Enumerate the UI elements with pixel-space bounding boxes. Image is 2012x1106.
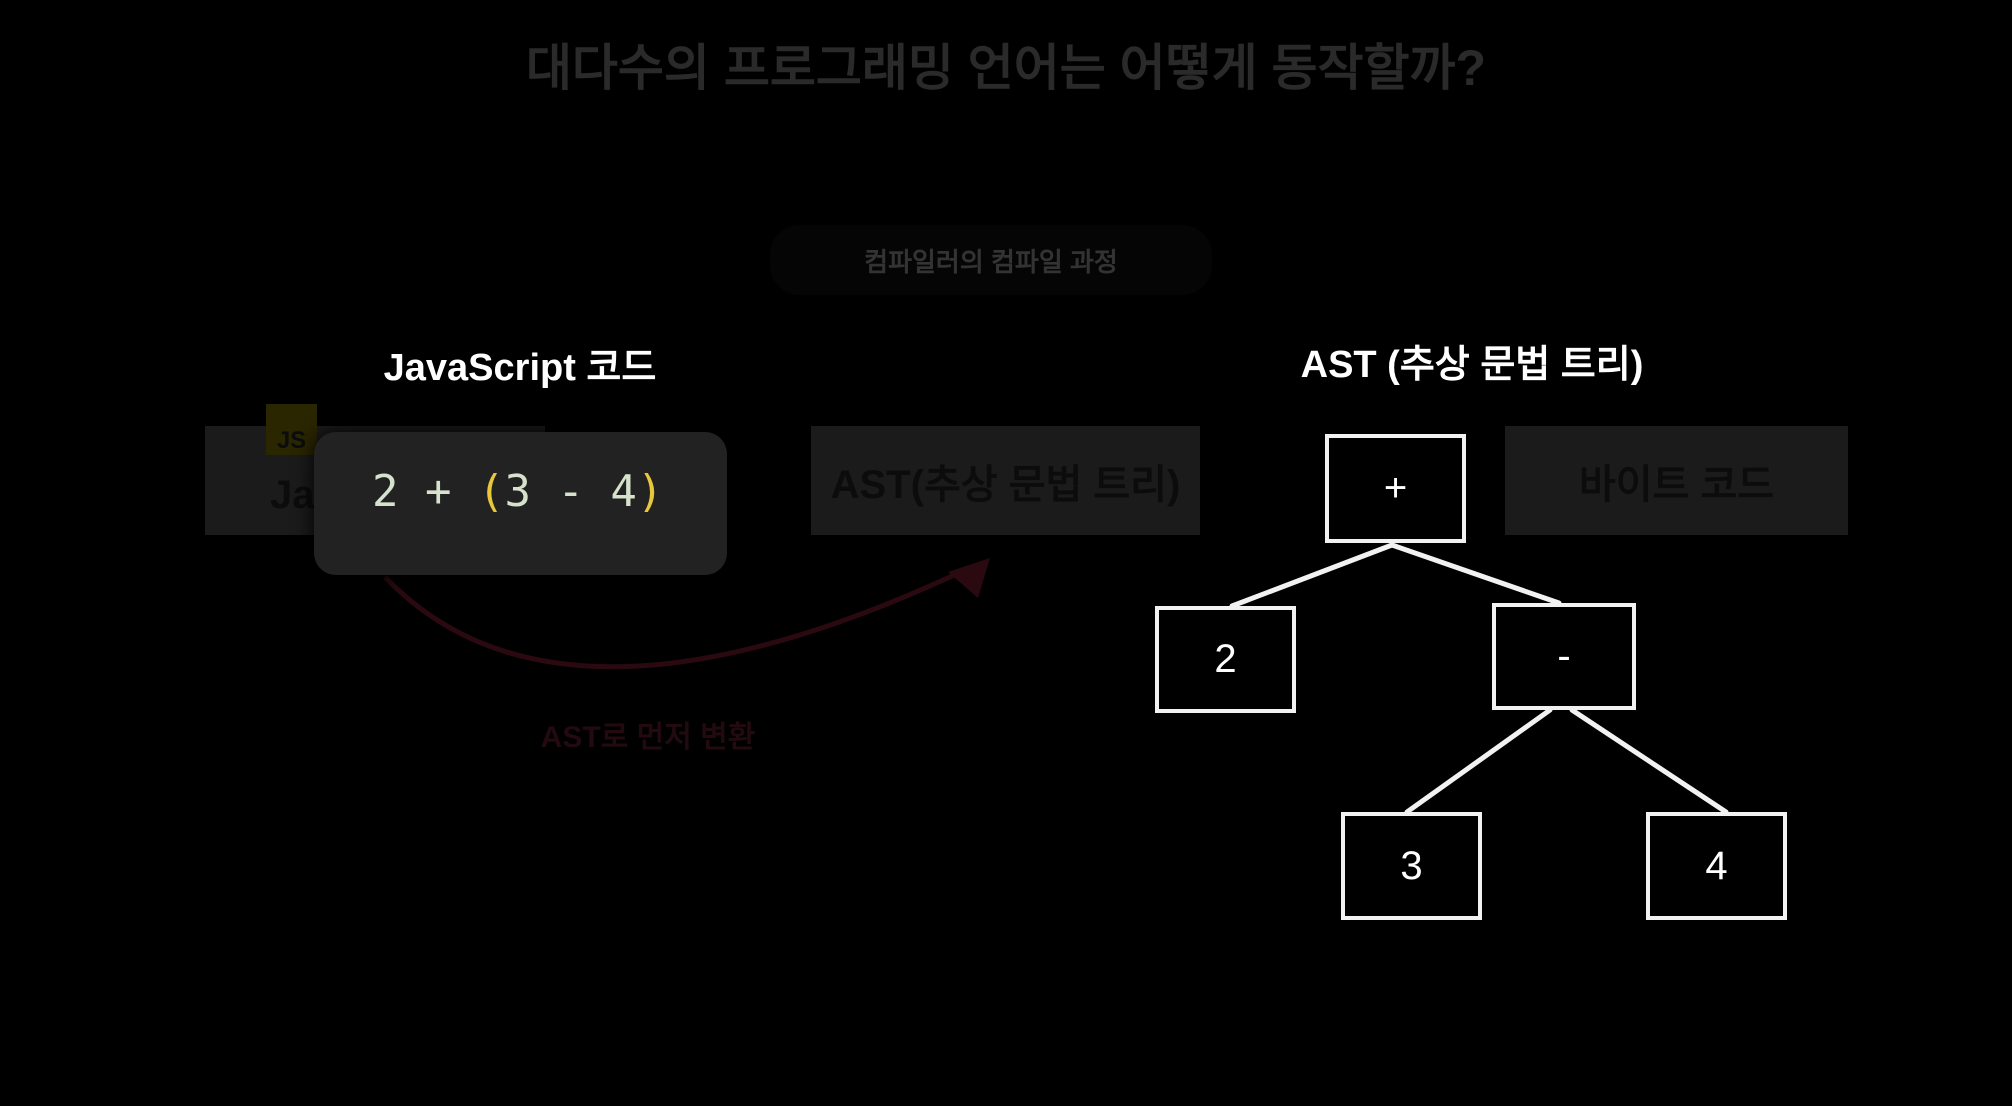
code-paren-close: ): [636, 466, 664, 517]
code-part: 2 +: [372, 466, 478, 517]
tree-node-right: -: [1492, 603, 1636, 710]
edge-minus-right: [1569, 707, 1729, 815]
subtitle-text: 컴파일러의 컴파일 과정: [864, 246, 1118, 277]
code-expression: 2 + (3 - 4): [372, 466, 663, 517]
tree-node-right-right: 4: [1646, 812, 1787, 920]
javascript-code-heading: JavaScript 코드: [383, 347, 657, 389]
page-title: 대다수의 프로그래밍 언어는 어떻게 동작할까?: [525, 40, 1487, 96]
ast-box-label: AST(추상 문법 트리): [830, 462, 1181, 507]
subtitle-pill: 컴파일러의 컴파일 과정: [770, 225, 1212, 295]
code-part: 3 - 4: [504, 466, 637, 517]
edge-minus-left: [1404, 707, 1553, 815]
edge-root-left: [1229, 542, 1395, 609]
tree-node-root: +: [1325, 434, 1466, 543]
bytecode-box: 바이트 코드: [1505, 426, 1848, 535]
convert-arrowhead: [948, 558, 990, 598]
tree-node-left: 2: [1155, 606, 1296, 713]
code-snippet-box: [314, 432, 727, 575]
tree-node-right-left: 3: [1341, 812, 1482, 920]
js-badge-text: JS: [276, 427, 307, 454]
arrow-label: AST로 먼저 변환: [540, 721, 756, 754]
convert-arrow: [383, 567, 967, 670]
ast-heading: AST (추상 문법 트리): [1300, 344, 1644, 386]
javascript-box-label: Ja: [270, 473, 315, 517]
js-badge-icon: JS: [266, 404, 317, 455]
edge-root-right: [1389, 542, 1562, 606]
ast-box: AST(추상 문법 트리): [811, 426, 1200, 535]
bytecode-box-label: 바이트 코드: [1578, 462, 1775, 507]
code-paren-open: (: [477, 466, 505, 517]
